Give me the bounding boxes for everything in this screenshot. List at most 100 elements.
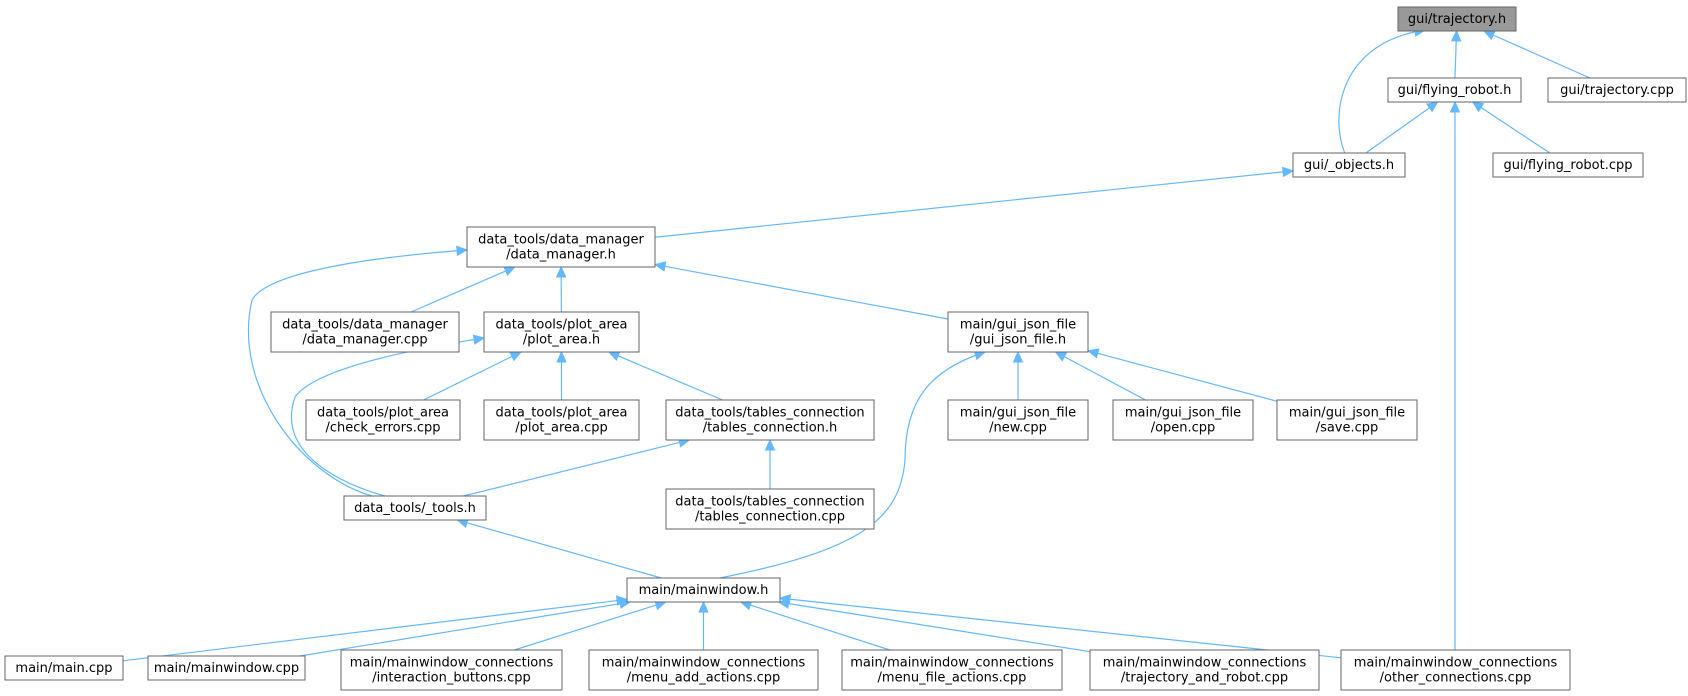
node-check-errors-cpp[interactable]: data_tools/plot_area/check_errors.cpp	[305, 399, 461, 441]
node-box	[1397, 6, 1517, 32]
node-label: gui/trajectory.cpp	[1560, 83, 1674, 98]
node-open-cpp[interactable]: main/gui_json_file/open.cpp	[1112, 399, 1254, 441]
node-label: main/mainwindow.h	[639, 583, 769, 598]
edge-other-connections-cpp-to-mainwindow-h	[787, 598, 1342, 659]
node-box	[340, 649, 563, 691]
node-gui-json-file-h[interactable]: main/gui_json_file/gui_json_file.h	[947, 311, 1089, 353]
node-label: /gui_json_file.h	[970, 333, 1066, 348]
node-plot-area-cpp[interactable]: data_tools/plot_area/plot_area.cpp	[483, 399, 640, 441]
node-save-cpp[interactable]: main/gui_json_file/save.cpp	[1276, 399, 1418, 441]
edge-tools-h-to-data-manager-h	[247, 249, 468, 497]
node-label: /menu_file_actions.cpp	[878, 671, 1027, 686]
edge-flying-robot-h-to-trajectory-h	[1454, 38, 1457, 79]
node-box	[4, 655, 124, 681]
node-objects-h[interactable]: gui/_objects.h	[1292, 152, 1406, 178]
edge-tools-h-to-plot-area-h-arrowhead	[472, 334, 486, 345]
node-other-connections-cpp[interactable]: main/mainwindow_connections/other_connec…	[1340, 649, 1571, 691]
node-new-cpp[interactable]: main/gui_json_file/new.cpp	[947, 399, 1089, 441]
node-label: main/mainwindow_connections	[350, 656, 554, 671]
node-label: data_tools/plot_area	[496, 406, 628, 421]
node-mainwindow-cpp[interactable]: main/mainwindow.cpp	[147, 655, 306, 681]
node-label: data_tools/data_manager	[282, 318, 448, 333]
edge-tables-connection-h-to-plot-area-h-arrowhead	[607, 351, 621, 361]
node-label: data_tools/data_manager	[478, 233, 644, 248]
edge-main-cpp-to-mainwindow-h	[122, 599, 620, 662]
node-label: /save.cpp	[1316, 421, 1379, 436]
edge-new-cpp-to-gui-json-file-h-arrowhead	[1012, 350, 1024, 363]
node-plot-area-h[interactable]: data_tools/plot_area/plot_area.h	[483, 311, 640, 353]
node-label: gui/_objects.h	[1304, 158, 1394, 173]
node-label: /data_manager.cpp	[302, 333, 427, 348]
node-tables-connection-cpp[interactable]: data_tools/tables_connection/tables_conn…	[665, 488, 875, 530]
node-box	[947, 399, 1089, 441]
node-label: /new.cpp	[989, 421, 1047, 436]
node-label: /check_errors.cpp	[326, 421, 441, 436]
node-box	[626, 577, 781, 603]
node-label: gui/flying_robot.h	[1398, 83, 1512, 98]
node-label: main/mainwindow_connections	[850, 656, 1054, 671]
edge-plot-area-h-to-data-manager-h-arrowhead	[555, 265, 567, 278]
node-label: main/mainwindow_connections	[1354, 656, 1558, 671]
node-box	[305, 399, 461, 441]
edge-trajectory-cpp-to-trajectory-h	[1491, 33, 1591, 79]
node-trajectory-h[interactable]: gui/trajectory.h	[1397, 6, 1517, 32]
node-mainwindow-h[interactable]: main/mainwindow.h	[626, 577, 781, 603]
node-label: /trajectory_and_robot.cpp	[1121, 671, 1288, 686]
edge-open-cpp-to-gui-json-file-h	[1062, 355, 1146, 401]
edge-flying-robot-cpp-to-flying-robot-h-arrowhead	[1471, 101, 1485, 113]
edge-check-errors-cpp-to-plot-area-h-arrowhead	[509, 351, 523, 362]
edge-interaction-buttons-cpp-to-mainwindow-h	[514, 603, 659, 651]
edge-tools-h-to-tables-connection-h	[463, 441, 682, 497]
node-tools-h[interactable]: data_tools/_tools.h	[343, 495, 487, 521]
node-box	[665, 488, 875, 530]
edge-objects-h-to-flying-robot-h	[1365, 106, 1432, 154]
node-label: main/mainwindow_connections	[1103, 656, 1307, 671]
edge-menu-add-actions-cpp-to-mainwindow-h-arrowhead	[698, 600, 709, 613]
nodes-layer: gui/trajectory.h gui/flying_robot.h gui/tr…	[4, 6, 1687, 691]
node-data-manager-cpp[interactable]: data_tools/data_manager/data_manager.cpp	[270, 311, 460, 353]
node-menu-add-actions-cpp[interactable]: main/mainwindow_connections/menu_add_act…	[588, 649, 819, 691]
node-label: data_tools/plot_area	[496, 318, 628, 333]
node-box	[1492, 152, 1644, 178]
node-data-manager-h[interactable]: data_tools/data_manager/data_manager.h	[466, 226, 656, 268]
node-label: data_tools/_tools.h	[354, 501, 476, 516]
node-flying-robot-h[interactable]: gui/flying_robot.h	[1387, 77, 1522, 103]
node-label: gui/trajectory.h	[1408, 12, 1506, 27]
node-trajectory-cpp[interactable]: gui/trajectory.cpp	[1547, 77, 1687, 103]
node-label: /other_connections.cpp	[1380, 671, 1532, 686]
node-box	[483, 399, 640, 441]
edge-other-connections-cpp-to-mainwindow-h-arrowhead	[778, 594, 791, 605]
edge-data-manager-cpp-to-data-manager-h-arrowhead	[503, 266, 517, 277]
node-label: data_tools/plot_area	[317, 406, 449, 421]
node-box	[1112, 399, 1254, 441]
node-label: main/gui_json_file	[1289, 406, 1405, 421]
edge-tables-connection-cpp-to-tables-connection-h-arrowhead	[764, 438, 776, 451]
node-main-cpp[interactable]: main/main.cpp	[4, 655, 124, 681]
node-menu-file-actions-cpp[interactable]: main/mainwindow_connections/menu_file_ac…	[841, 649, 1063, 691]
node-label: gui/flying_robot.cpp	[1503, 158, 1632, 173]
node-tables-connection-h[interactable]: data_tools/tables_connection/tables_conn…	[665, 399, 875, 441]
edge-gui-json-file-h-to-data-manager-h-arrowhead	[653, 261, 667, 272]
edge-data-manager-cpp-to-data-manager-h	[410, 269, 508, 313]
node-flying-robot-cpp[interactable]: gui/flying_robot.cpp	[1492, 152, 1644, 178]
node-label: /tables_connection.cpp	[695, 510, 845, 525]
edge-mainwindow-h-to-gui-json-file-h	[719, 351, 986, 579]
node-label: /tables_connection.h	[703, 421, 838, 436]
edge-save-cpp-to-gui-json-file-h	[1095, 352, 1278, 402]
edge-open-cpp-to-gui-json-file-h-arrowhead	[1054, 351, 1068, 362]
node-box	[147, 655, 306, 681]
node-label: /interaction_buttons.cpp	[372, 671, 531, 686]
node-label: main/gui_json_file	[1125, 406, 1241, 421]
node-label: main/main.cpp	[15, 661, 112, 676]
node-label: /plot_area.cpp	[515, 421, 608, 436]
edge-gui-json-file-h-to-data-manager-h	[662, 265, 949, 320]
node-box	[1089, 649, 1320, 691]
node-box	[665, 399, 875, 441]
edge-check-errors-cpp-to-plot-area-h	[423, 354, 515, 401]
node-interaction-buttons-cpp[interactable]: main/mainwindow_connections/interaction_…	[340, 649, 563, 691]
edge-data-manager-h-to-objects-h-arrowhead	[1282, 166, 1295, 178]
node-trajectory-and-robot-cpp[interactable]: main/mainwindow_connections/trajectory_a…	[1089, 649, 1320, 691]
node-label: /data_manager.h	[506, 248, 616, 263]
edge-flying-robot-cpp-to-flying-robot-h	[1479, 105, 1551, 154]
